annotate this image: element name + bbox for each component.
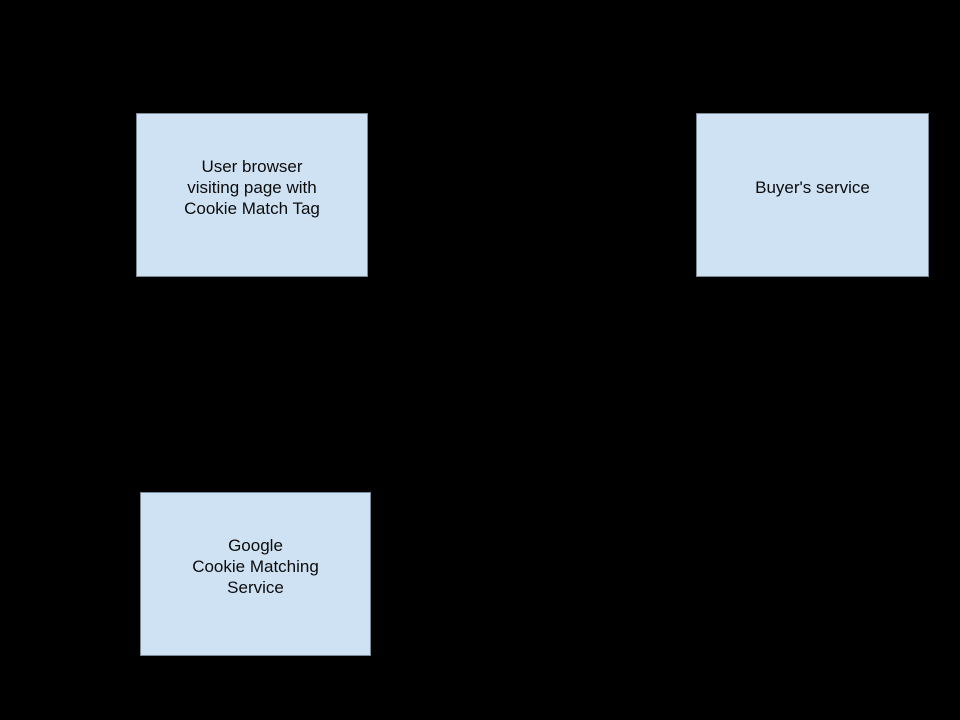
node-label-line: Buyer's service (755, 177, 870, 197)
node-label-line: visiting page with (187, 177, 317, 197)
node-label-line: Cookie Match Tag (184, 198, 320, 218)
node-label-line: Cookie Matching (192, 556, 319, 576)
node-label-line: Service (227, 577, 284, 597)
diagram-node-buyers-service: Buyer's service (696, 113, 929, 277)
node-label-line: User browser (201, 156, 303, 176)
node-label: Buyer's service (755, 177, 870, 198)
node-label-line: Google (228, 535, 283, 555)
